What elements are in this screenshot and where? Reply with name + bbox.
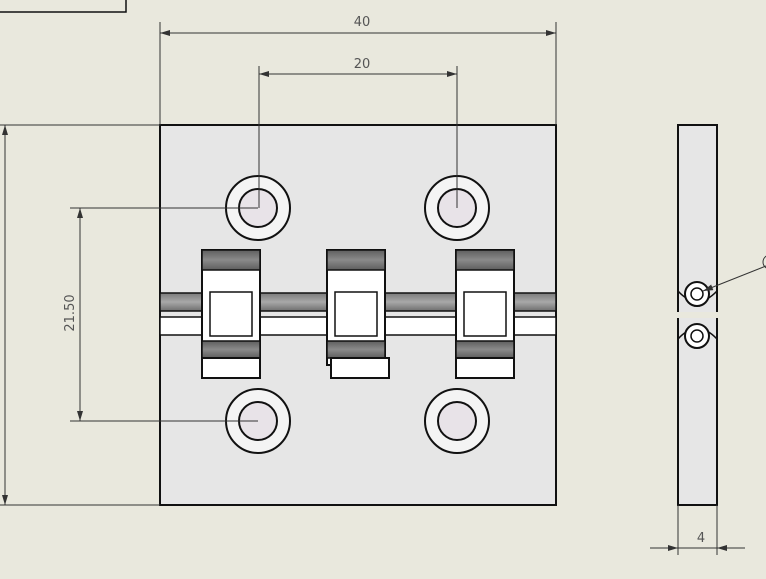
title-block-edge (0, 0, 127, 13)
leader-line (702, 265, 766, 292)
dim-label-21-50: 21.50 (63, 294, 78, 331)
dimension-overall-height (0, 124, 160, 506)
front-view (159, 124, 557, 506)
dimension-vertical-hole-spacing (70, 207, 258, 422)
knuckle-right (455, 249, 515, 379)
dimension-overall-width (159, 22, 557, 125)
dim-label-40: 40 (354, 15, 371, 30)
dimension-hole-spacing (258, 66, 458, 208)
mounting-hole-bottom-right (424, 388, 490, 454)
dim-label-20: 20 (354, 57, 371, 72)
knuckle-middle (326, 249, 390, 379)
dimension-side-thickness (650, 505, 745, 555)
knuckle-left (201, 249, 261, 379)
dim-label-4: 4 (697, 531, 705, 546)
leader-balloon (762, 255, 766, 269)
side-view (676, 124, 766, 506)
